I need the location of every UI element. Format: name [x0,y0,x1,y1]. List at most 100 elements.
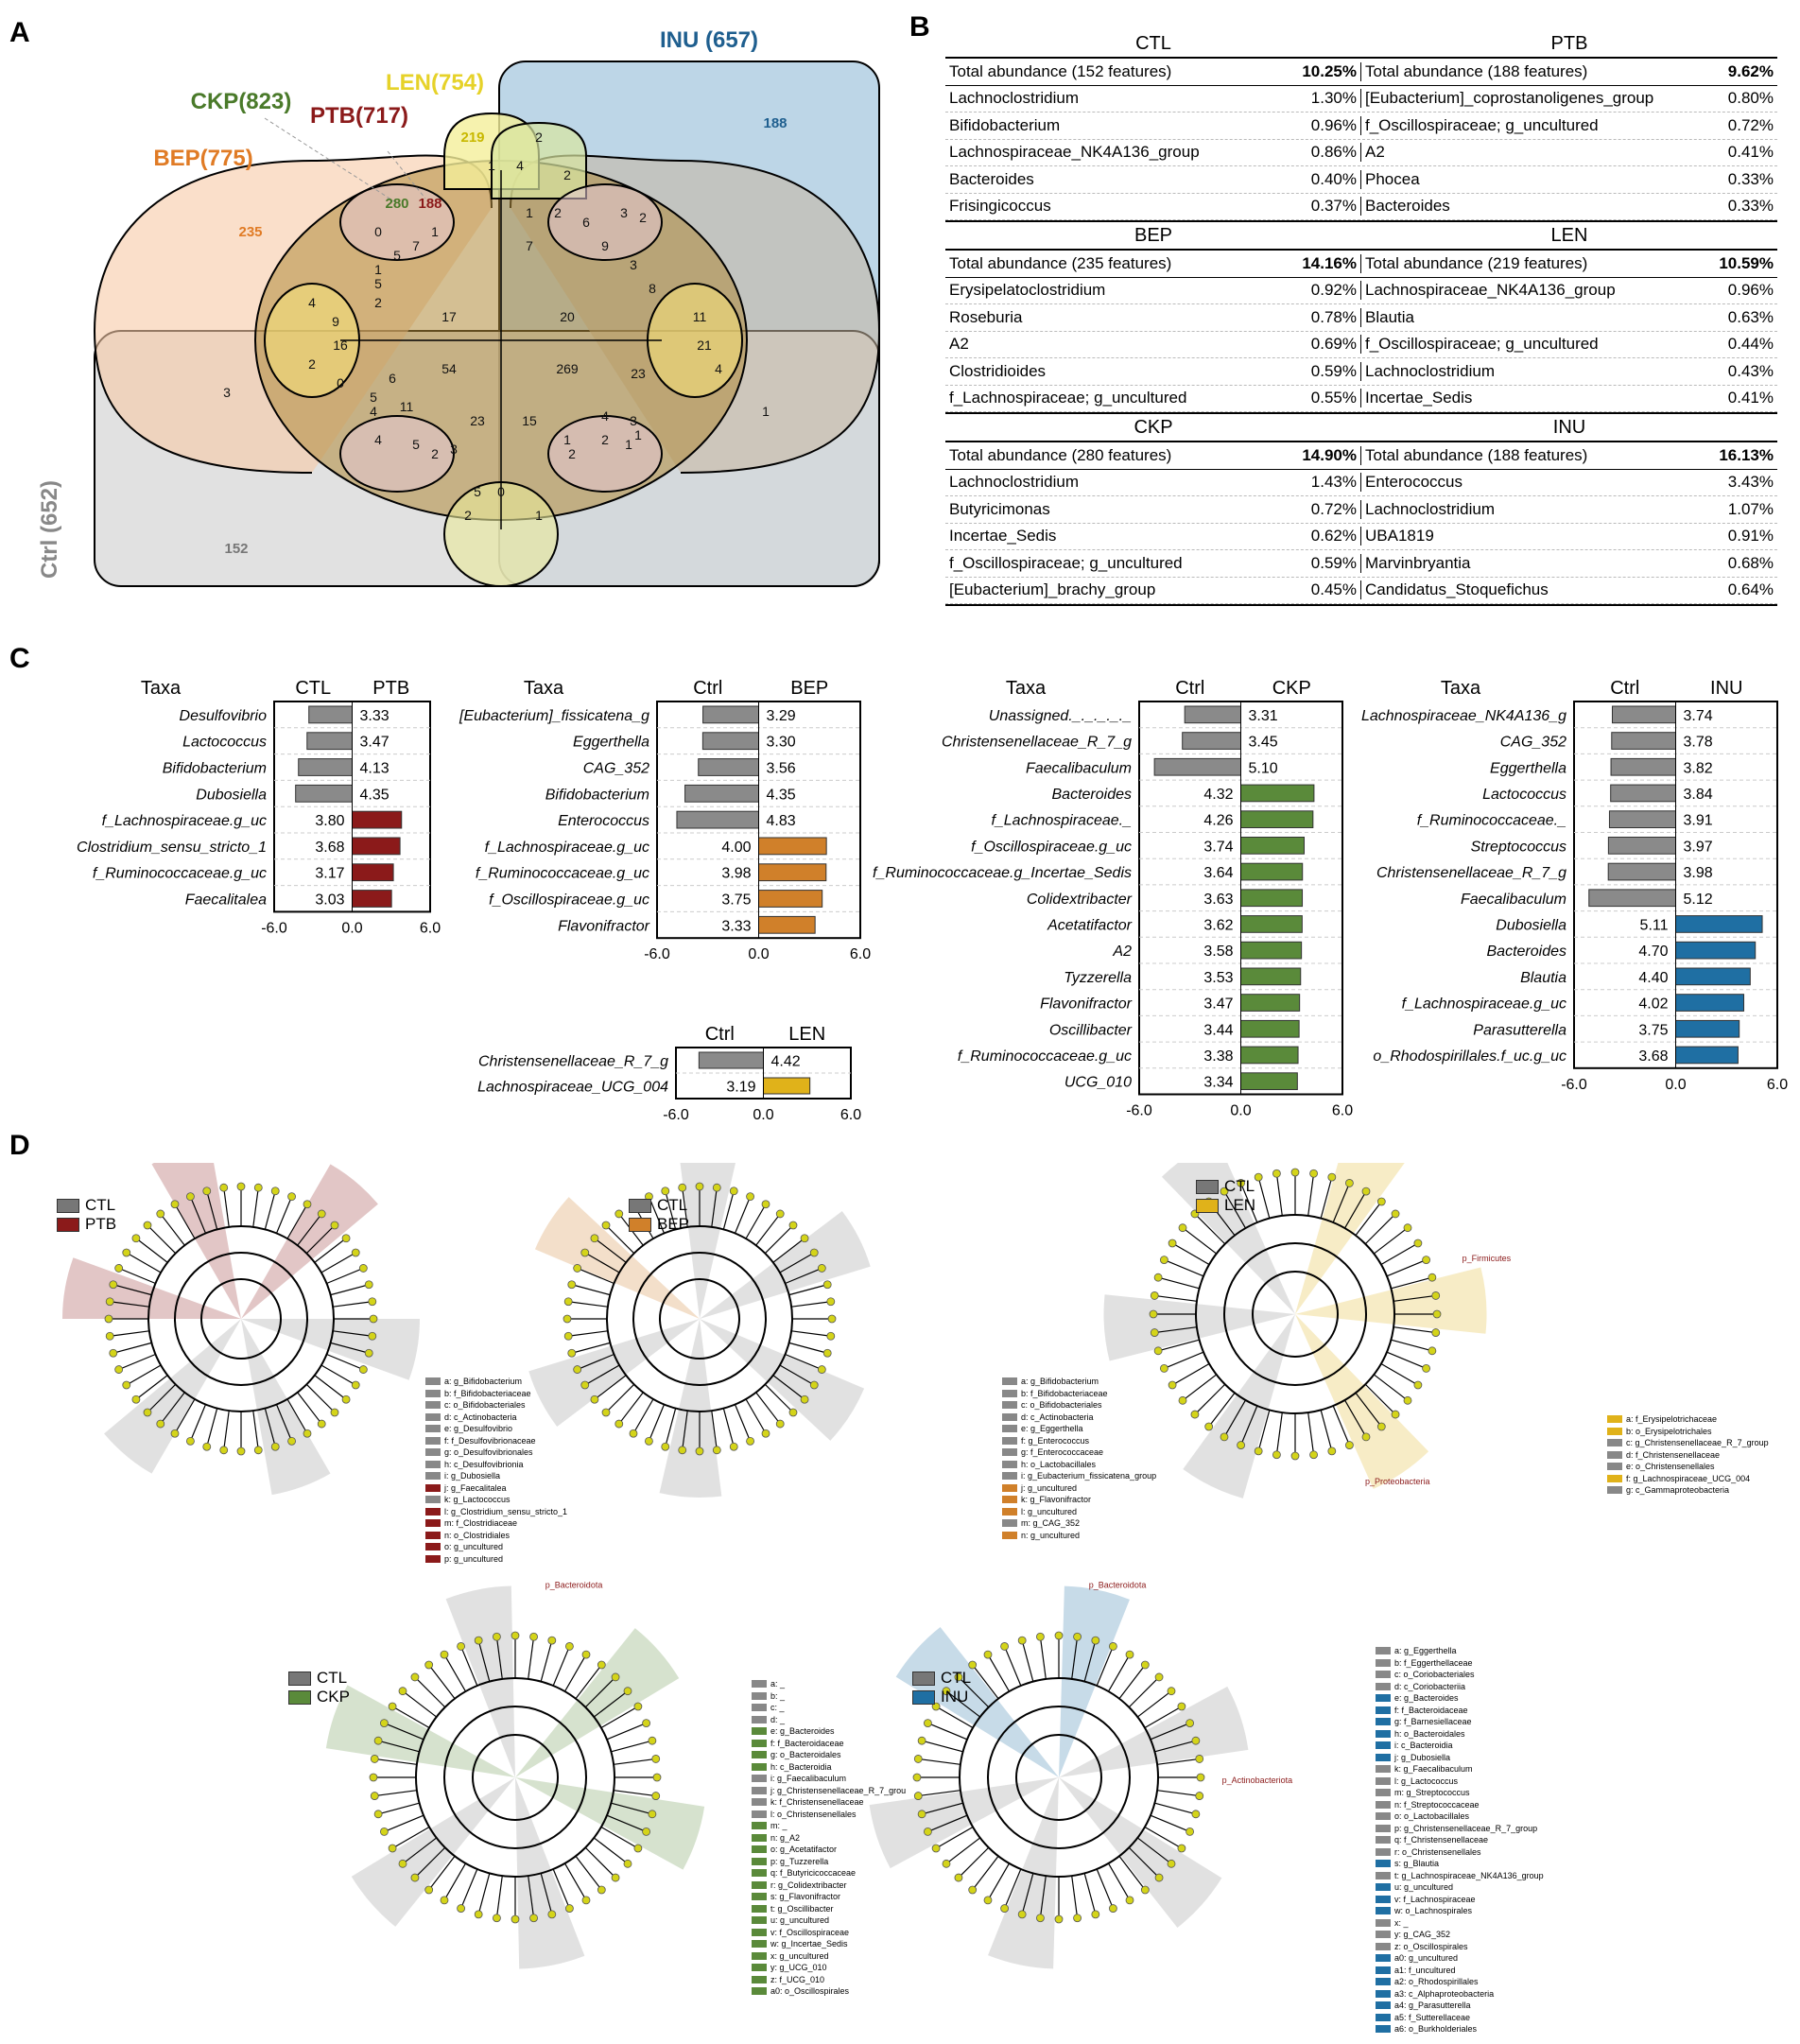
clade-node [590,1394,599,1404]
clade-node [1153,1273,1163,1282]
bar [1240,915,1303,933]
key-swatch [752,1833,767,1842]
bar [758,890,823,908]
clade-branch [1083,1873,1097,1915]
venn-region-count: 6 [582,215,590,230]
key-label: a: _ [770,1679,786,1689]
key-swatch [425,1554,441,1563]
abundance-value: 0.69% [1310,335,1357,354]
key-label: c: _ [770,1703,785,1712]
category-label: Colidextribacter [1027,892,1133,908]
venn-region-count: 9 [601,238,609,253]
venn-region-count: 1 [374,262,382,277]
category-label: Oscillibacter [1049,1022,1133,1038]
clade-branch [1171,1242,1210,1266]
clade-node [827,1314,837,1324]
bar [1607,862,1676,881]
clade-branch [1391,1276,1433,1290]
clade-branch [593,1690,629,1718]
clade-node [942,1687,951,1696]
clade-ring [472,1734,559,1821]
key-swatch [752,1869,767,1878]
clade-branch [1380,1242,1419,1266]
category-label: Christensenellaceae_R_7_g [1376,865,1566,881]
category-label: Unassigned._._._._._ [989,708,1132,724]
taxon-name: Enterococcus [1365,473,1462,492]
clade-branch [297,1213,322,1246]
clade-branch [600,1706,639,1729]
clade-node [761,1200,770,1209]
tick-label: -6.0 [1126,1103,1152,1119]
clade-node [303,1429,312,1438]
bar [758,837,827,856]
key-label: g: f_Enterococcaceae [1021,1447,1104,1457]
clade-node [746,1192,754,1202]
clade-ring [174,1252,308,1386]
clade-branch [391,1826,430,1849]
abundance-value: 0.37% [1310,197,1357,216]
clade-node [597,1885,606,1895]
key-swatch [752,1680,767,1689]
table-group-title: CKP [1134,416,1173,438]
clade-branch [1083,1639,1097,1682]
value-label: 3.47 [1203,996,1233,1013]
clade-branch [384,1723,424,1741]
category-label: f_Ruminococcaceae._ [1417,813,1566,829]
bar [676,810,760,829]
venn-set-label: Ctrl (652) [37,480,62,579]
venn-region-count: 2 [535,130,543,145]
clade-highlight [700,1319,865,1441]
category-label: Eggerthella [573,735,649,751]
key-label: i: g_Faecalibaculum [770,1774,847,1783]
bar [701,732,759,751]
tick-label: 6.0 [420,920,441,936]
venn-region-count: 2 [639,210,647,225]
clade-node [170,1200,180,1209]
clade-branch [1107,1654,1131,1692]
clade-node [1327,1446,1337,1456]
clade-branch [791,1301,831,1308]
clade-branch [987,1862,1011,1901]
clade-highlight [1103,1294,1295,1361]
clade-node [1054,1631,1064,1640]
clade-branch [428,1664,456,1700]
key-swatch [1607,1463,1622,1471]
clade-node [547,1636,557,1645]
clade-node [364,1280,373,1290]
clade-branch [118,1267,156,1285]
clade-branch [1223,1399,1247,1438]
clade-branch [571,1342,611,1354]
clade-branch [1071,1876,1079,1918]
cladograms: p_Desulfobacterotap_Firmicutesp_Proteoba… [62,1163,1512,1969]
clade-node [317,1419,326,1429]
category-label: Christensenellaceae_R_7_g [478,1054,668,1070]
clade-node [1428,1273,1437,1282]
abundance-value: 0.64% [1727,580,1774,599]
clade-node [1167,1859,1176,1868]
clade-node [270,1187,280,1196]
value-label: 4.02 [1638,996,1668,1013]
category-label: Clostridium_sensu_stricto_1 [77,840,267,856]
clade-node [131,1234,141,1243]
venn-region-count: 1 [625,437,632,452]
clade-branch [1096,1646,1114,1687]
key-swatch [1376,2025,1391,2034]
legend-swatch [912,1671,935,1686]
clade-node [369,1773,378,1782]
clade-ring [200,1278,282,1360]
clade-branch [460,1646,478,1687]
key-label: c: g_Christensenellaceae_R_7_group [1626,1438,1769,1447]
tick-label: -6.0 [1561,1077,1587,1093]
key-label: b: _ [770,1690,786,1701]
value-label: 4.00 [721,840,751,856]
key-swatch [425,1519,441,1528]
venn-region-count: 5 [374,276,382,291]
key-swatch [1376,1860,1391,1868]
clade-node [317,1209,326,1219]
clade-branch [402,1837,438,1864]
